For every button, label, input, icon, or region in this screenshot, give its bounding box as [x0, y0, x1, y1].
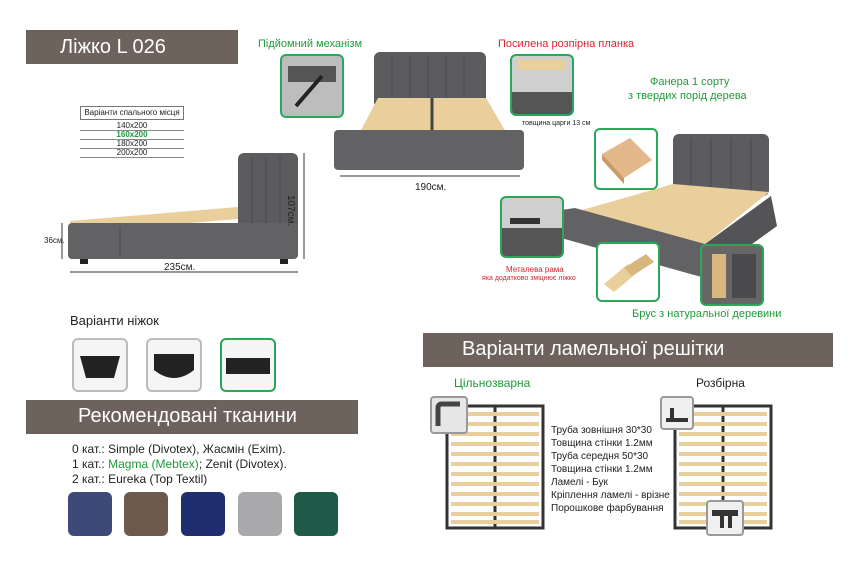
lamella-collapsible-label: Розбірна — [696, 376, 745, 390]
callout-lift: Підйомний механізм — [258, 38, 363, 50]
plank-photo — [510, 54, 574, 116]
plywood-photo — [594, 128, 658, 190]
spec-line: Товщина стінки 1.2мм — [551, 438, 653, 449]
title-banner — [26, 30, 238, 64]
collapsible-bottom-detail — [706, 500, 744, 536]
timber-photo — [596, 242, 660, 302]
callout-plywood-line2: з твердих порід дерева — [628, 90, 747, 102]
spec-line: Ламелі - Бук — [551, 477, 608, 488]
spec-line: Труба середня 50*30 — [551, 451, 649, 462]
size-row: 140x200 — [80, 122, 184, 131]
size-row: 180x200 — [80, 139, 184, 149]
fabric-highlight: Magma (Mebtex) — [108, 457, 199, 471]
sleep-sizes-header: Варіанти спального місця — [80, 106, 184, 120]
callout-frame-line2: яка додатково зміцнює ліжко — [482, 275, 576, 282]
metal-frame-photo — [500, 196, 564, 258]
dim-height-base: 36см. — [44, 236, 65, 245]
legs-title: Варіанти ніжок — [70, 313, 159, 328]
fabric-category: 0 кат.: — [72, 442, 109, 456]
page-title: Ліжко L 026 — [60, 36, 166, 58]
callout-plank: Посилена розпірна планка — [498, 38, 635, 50]
welded-corner-detail — [430, 396, 468, 434]
callout-timber: Брус з натуральної деревини — [632, 308, 782, 320]
fabrics-banner — [26, 400, 358, 434]
spec-line: Порошкове фарбування — [551, 503, 664, 514]
leg-option[interactable] — [146, 338, 202, 392]
leg-option-selected[interactable] — [220, 338, 276, 392]
timber-closeup-photo — [700, 244, 764, 306]
callout-plywood-line1: Фанера 1 сорту — [650, 76, 730, 88]
fabric-category: 1 кат.: — [72, 457, 109, 471]
lamella-welded-label: Цільнозварна — [454, 376, 531, 390]
spec-line: Товщина стінки 1.2мм — [551, 464, 653, 475]
bed-front-view — [334, 52, 524, 177]
dim-width: 190см. — [415, 182, 447, 193]
dim-length: 235см. — [164, 262, 196, 273]
collapsible-top-detail — [660, 396, 694, 430]
dim-height-total: 107см. — [285, 195, 296, 227]
spec-line: Кріплення ламелі - врізне — [551, 490, 670, 501]
fabric-swatch[interactable] — [238, 492, 282, 536]
fabric-swatch[interactable] — [124, 492, 168, 536]
lamella-banner — [423, 333, 833, 367]
rail-thickness: товщина царги 13 см — [522, 120, 591, 127]
fabrics-title: Рекомендовані тканини — [78, 405, 297, 427]
fabric-names: Simple (Divotex), Жасмін (Exim). — [108, 442, 286, 456]
size-row-highlight: 160x200 — [80, 130, 184, 140]
spec-line: Труба зовнішня 30*30 — [551, 425, 652, 436]
fabric-swatch[interactable] — [294, 492, 338, 536]
fabric-names: ; Zenit (Divotex). — [198, 457, 287, 471]
fabric-line-1: 1 кат.: Magma (Mebtex); Zenit (Divotex). — [72, 457, 287, 471]
sleep-sizes-table: 140x200 160x200 180x200 200x200 — [80, 122, 184, 158]
welded-lamella-frame — [445, 404, 545, 530]
leg-option[interactable] — [72, 338, 128, 392]
bed-side-view — [61, 153, 305, 273]
size-row: 200x200 — [80, 148, 184, 158]
fabric-line-2: 2 кат.: Eureka (Top Textil) — [72, 472, 207, 486]
callout-frame-line1: Металева рама — [506, 265, 564, 274]
fabric-category: 2 кат.: — [72, 472, 109, 486]
lamella-specs: Труба зовнішня 30*30 Товщина стінки 1.2м… — [551, 424, 670, 515]
fabric-swatch[interactable] — [68, 492, 112, 536]
lift-photo — [280, 54, 344, 118]
lamella-title: Варіанти ламельної решітки — [462, 338, 725, 360]
fabric-names: Eureka (Top Textil) — [108, 472, 208, 486]
fabric-swatch[interactable] — [181, 492, 225, 536]
fabric-line-0: 0 кат.: Simple (Divotex), Жасмін (Exim). — [72, 442, 286, 456]
